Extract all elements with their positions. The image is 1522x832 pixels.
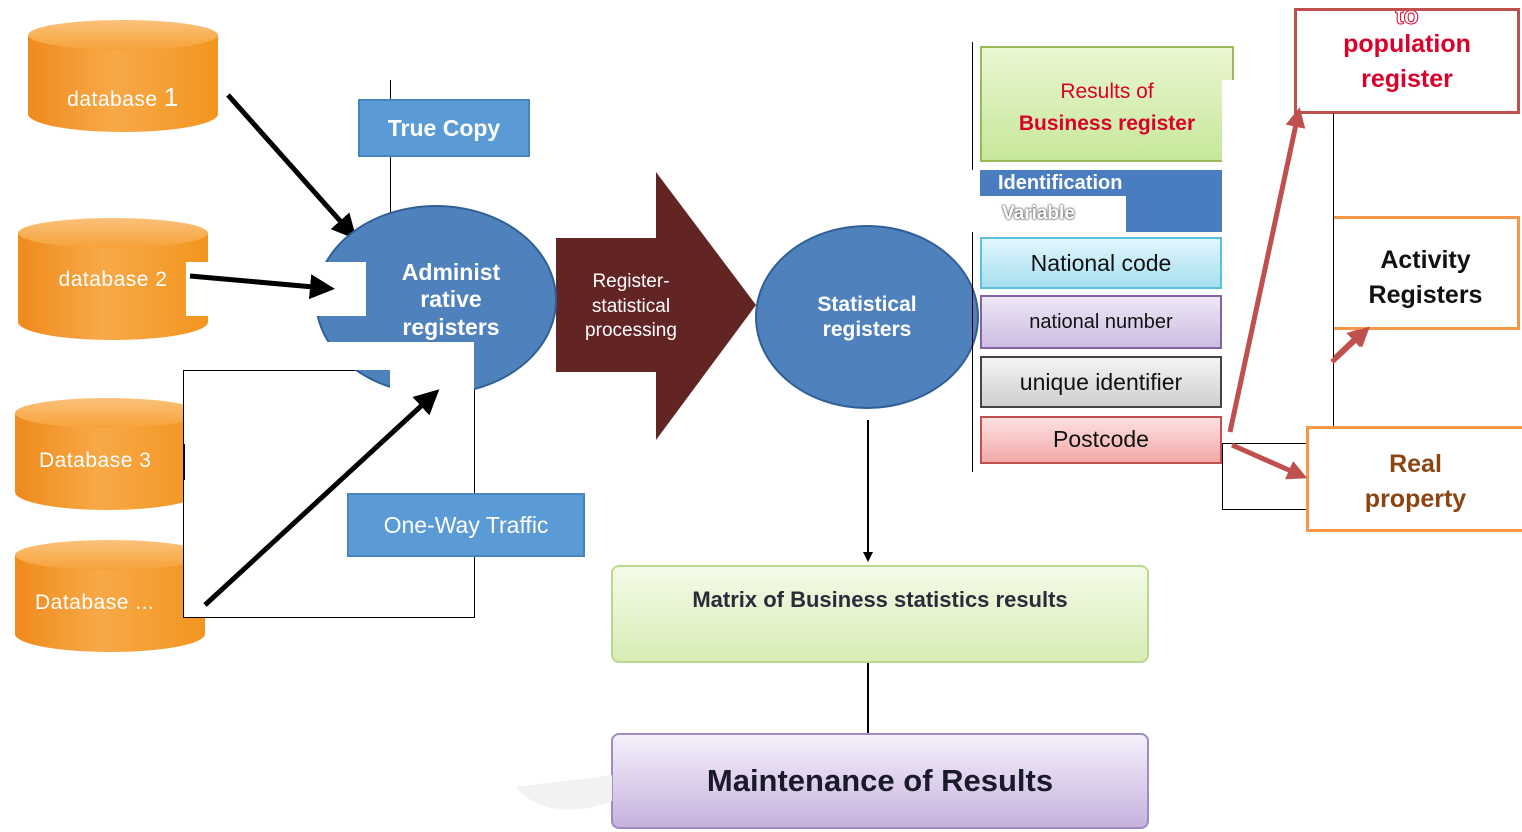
population-register-box: to population register: [1294, 8, 1520, 114]
processing-arrow: [556, 172, 756, 440]
statistical-registers-circle: Statistical registers: [755, 225, 979, 409]
one-way-traffic-label: One-Way Traffic: [347, 493, 585, 557]
reflection-shape: [516, 775, 612, 810]
variables-frame: [972, 42, 973, 170]
mask-db2-arrow: [186, 262, 366, 316]
true-copy-label: True Copy: [358, 99, 530, 157]
matrix-results-box: Matrix of Business statistics results: [611, 565, 1149, 663]
activity-registers-box: Activity Registers: [1334, 216, 1520, 330]
maintenance-results-box: Maintenance of Results: [611, 733, 1149, 829]
variable-national-number: national number: [980, 295, 1222, 349]
results-box: Results of Business register: [980, 46, 1234, 162]
variable-tab: [980, 196, 1126, 232]
variable-national-code: National code: [980, 237, 1222, 289]
database-1: database 1: [28, 20, 218, 132]
variable-postcode: Postcode: [980, 416, 1222, 464]
variable-label: Variable: [1002, 203, 1075, 224]
real-property-box: Real property: [1306, 426, 1522, 532]
identification-label: Identification: [998, 172, 1123, 194]
arrow-db1-admin: [226, 93, 357, 240]
processing-label: Register- statistical processing: [585, 271, 677, 342]
database-n: Database ...: [15, 540, 205, 652]
mask-admin-lower: [324, 342, 474, 370]
mask-db3-tab: [184, 444, 198, 480]
variables-frame-lower: [972, 232, 973, 472]
database-2: database 2: [18, 218, 208, 340]
database-3: Database 3: [15, 398, 200, 510]
variable-unique-identifier: unique identifier: [980, 356, 1222, 408]
